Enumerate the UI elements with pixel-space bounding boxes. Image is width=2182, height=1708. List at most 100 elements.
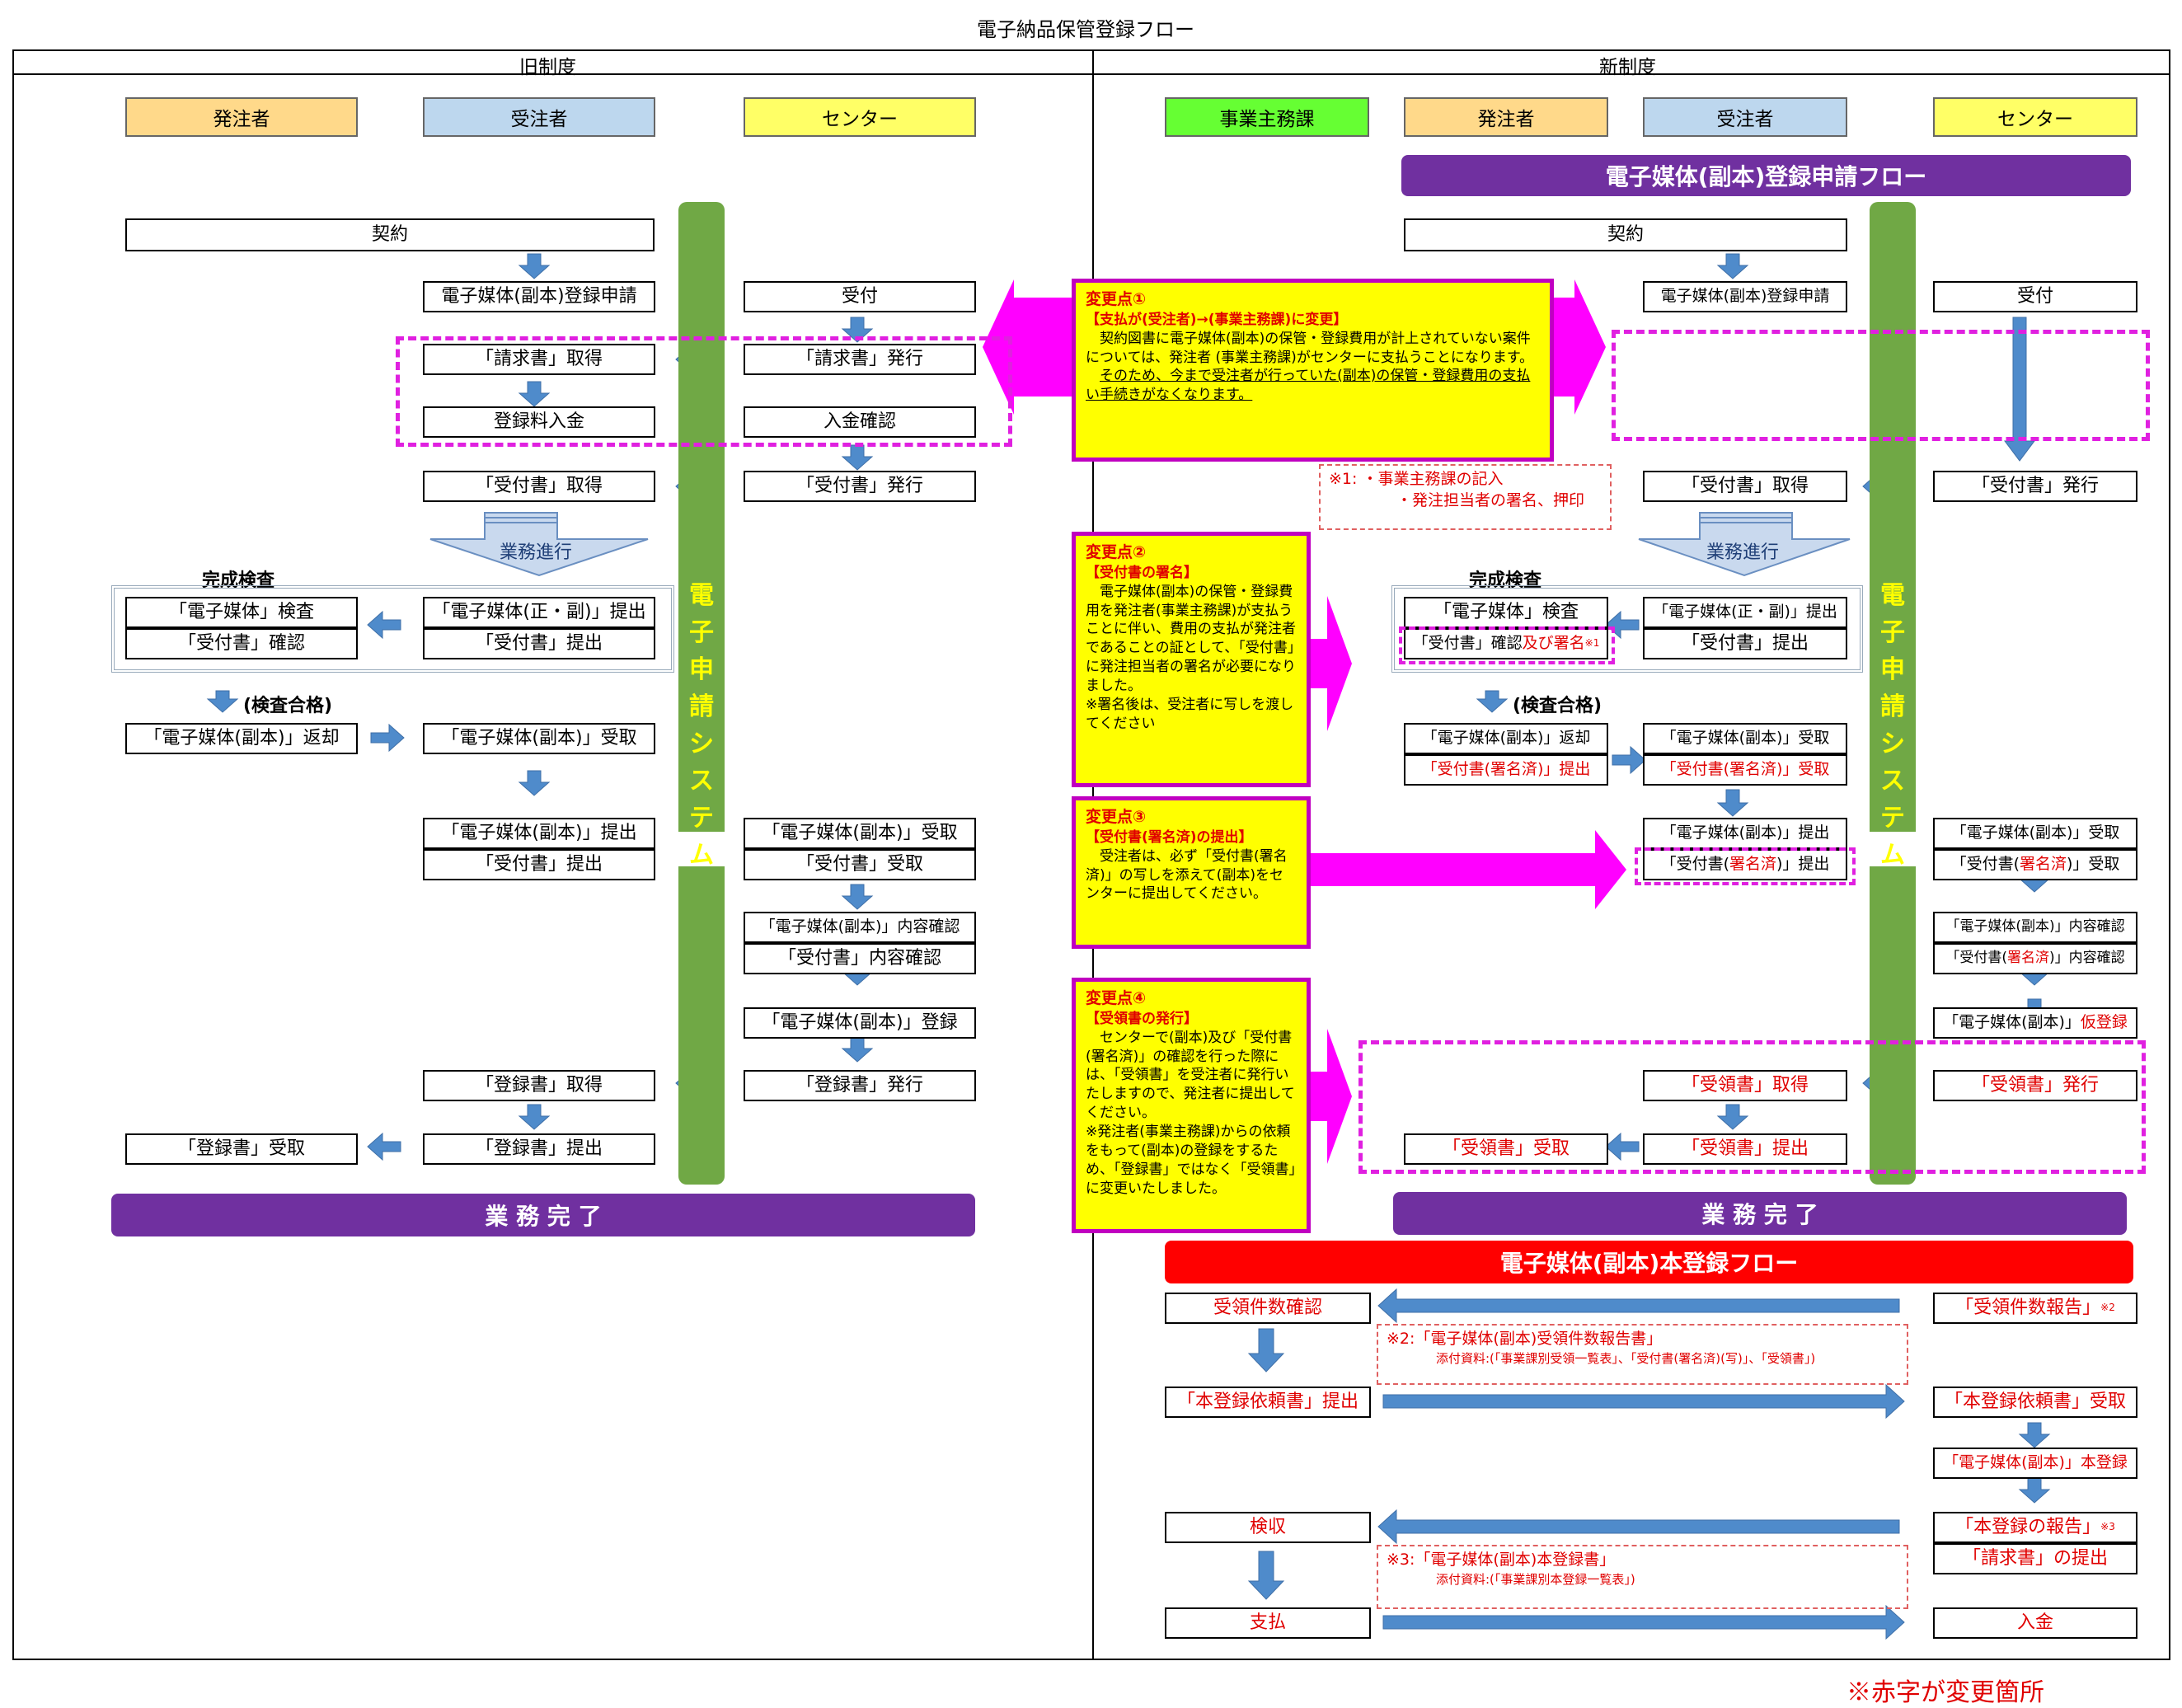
- footnote: ※赤字が変更箇所: [1846, 1678, 2044, 1707]
- old-fee-payment[interactable]: 登録料入金: [423, 406, 655, 438]
- old-inspection-frame: [111, 585, 674, 673]
- old-media-submit[interactable]: 「電子媒体(正・副)」提出: [423, 597, 655, 628]
- change4-title: 変更点④: [1086, 989, 1147, 1007]
- change1-title: 変更点①: [1086, 290, 1147, 308]
- note3-line-b: 添付資料:(「事業課別本登録一覧表」): [1436, 1571, 1635, 1587]
- new-center-signed-b: 署名済: [2019, 855, 2067, 874]
- new-receipt-content-a: 「受付書(: [1945, 950, 2007, 967]
- old-receipt-submit2[interactable]: 「受付書」提出: [423, 849, 655, 880]
- new-center-signed-accept: 「受付書(署名済)」受取: [1933, 849, 2137, 880]
- old-receipt-issue: 「受付書」発行: [744, 471, 976, 502]
- change2-sub: 【受付書の署名】: [1086, 564, 1198, 581]
- main-request-accept: 「本登録依頼書」受取: [1933, 1387, 2137, 1418]
- new-receipt-get[interactable]: 「受付書」取得: [1643, 471, 1847, 502]
- old-complete-banner: 業 務 完 了: [111, 1194, 975, 1236]
- new-temp-reg-b: 仮登録: [2080, 1013, 2128, 1032]
- new-recpt-get[interactable]: 「受領書」取得: [1643, 1070, 1847, 1101]
- new-center-media-accept: 「電子媒体(副本)」受取: [1933, 818, 2137, 849]
- old-media-submit2[interactable]: 「電子媒体(副本)」提出: [423, 818, 655, 849]
- arrow-down: [1716, 789, 1749, 817]
- new-passed: (検査合格): [1513, 696, 1602, 716]
- main-report-sup: ※3: [2100, 1521, 2115, 1533]
- old-receive: 受付: [744, 281, 976, 312]
- arrow-right: [370, 723, 405, 753]
- old-receipt-content-check: 「受付書」内容確認: [744, 943, 976, 974]
- old-payment-confirm: 入金確認: [744, 406, 976, 438]
- new-signed-submit2-b: 署名済: [1729, 855, 1776, 874]
- old-system-gap: [678, 832, 725, 866]
- new-role-dept: 事業主務課: [1165, 97, 1369, 137]
- page-title: 電子納品保管登録フロー: [977, 18, 1194, 41]
- note1-line-b: ・発注担当者の署名、押印: [1396, 490, 1585, 509]
- new-signed-submit2-c: )」提出: [1776, 855, 1830, 874]
- header-divider: [12, 73, 2170, 75]
- new-flow-title-banner: 電子媒体(副本)登録申請フロー: [1401, 155, 2131, 196]
- arrow-right: [1382, 1604, 1905, 1640]
- arrow-left: [367, 610, 401, 640]
- new-recpt-issue: 「受領書」発行: [1933, 1070, 2137, 1101]
- change-point-1: 変更点① 【支払が(受注者)→(事業主務課)に変更】 契約図書に電子媒体(副本)…: [1072, 279, 1554, 462]
- progress-arrow-new: [1638, 512, 1851, 577]
- new-system-gap: [1870, 832, 1916, 866]
- new-role-center: センター: [1933, 97, 2137, 137]
- main-report-text: 「本登録の報告」: [1955, 1517, 2101, 1538]
- new-signed-accept: 「受付書(署名済)」受取: [1643, 754, 1847, 786]
- outer-frame: [12, 49, 2170, 1660]
- change1-left-arrow: [983, 279, 1072, 415]
- main-invoice-submit: 「請求書」の提出: [1933, 1543, 2137, 1574]
- new-signed-submit2-a: 「受付書(: [1660, 855, 1729, 874]
- new-media-submit2[interactable]: 「電子媒体(副本)」提出: [1643, 818, 1847, 849]
- arrow-down: [518, 253, 551, 279]
- new-receipt-submit[interactable]: 「受付書」提出: [1643, 628, 1847, 659]
- main-payment[interactable]: 支払: [1165, 1607, 1371, 1639]
- arrow-down: [841, 444, 874, 471]
- new-media-return: 「電子媒体(副本)」返却: [1404, 723, 1608, 754]
- change3-right-arrow: [1307, 830, 1626, 909]
- old-receipt-confirm: 「受付書」確認: [125, 628, 358, 659]
- new-recpt-receive: 「受領書」受取: [1404, 1133, 1608, 1165]
- new-receipt-confirm: 「受付書」確認及び署名※1: [1404, 628, 1608, 659]
- change4-right-arrow: [1307, 1029, 1352, 1164]
- main-count-confirm[interactable]: 受領件数確認: [1165, 1293, 1371, 1324]
- main-deposit: 入金: [1933, 1607, 2137, 1639]
- old-media-accept: 「電子媒体(副本)」受取: [423, 723, 655, 754]
- old-receipt-get[interactable]: 「受付書」取得: [423, 471, 655, 502]
- old-reg-get[interactable]: 「登録書」取得: [423, 1070, 655, 1101]
- new-contract: 契約: [1404, 218, 1847, 251]
- change4-sub: 【受領書の発行】: [1086, 1010, 1198, 1027]
- main-acceptance[interactable]: 検収: [1165, 1512, 1371, 1543]
- arrow-right: [1382, 1383, 1905, 1419]
- arrow-left: [1377, 1288, 1900, 1324]
- change4-body2: ※発注者(事業主務課)からの依頼をもって(副本)の登録をするため、「登録書」では…: [1086, 1124, 1296, 1198]
- arrow-down: [518, 770, 551, 796]
- old-invoice-get[interactable]: 「請求書」取得: [423, 344, 655, 375]
- arrow-left: [1377, 1509, 1900, 1545]
- new-signed-submit2[interactable]: 「受付書(署名済)」提出: [1643, 849, 1847, 880]
- old-apply[interactable]: 電子媒体(副本)登録申請: [423, 281, 655, 312]
- old-center-receipt-accept: 「受付書」受取: [744, 849, 976, 880]
- arrow-down: [1716, 253, 1749, 279]
- old-media-register: 「電子媒体(副本)」登録: [744, 1007, 976, 1039]
- new-signed-submit[interactable]: 「受付書(署名済)」提出: [1404, 754, 1608, 786]
- new-media-submit[interactable]: 「電子媒体(正・副)」提出: [1643, 597, 1847, 628]
- change-point-2: 変更点② 【受付書の署名】 電子媒体(副本)の保管・登録費用を発注者(事業主務課…: [1072, 532, 1311, 787]
- old-reg-submit[interactable]: 「登録書」提出: [423, 1133, 655, 1165]
- main-count-report: 「受領件数報告」※2: [1933, 1293, 2137, 1324]
- new-receipt-doc-highlight: [1358, 1040, 2146, 1174]
- arrow-down: [1716, 1104, 1749, 1130]
- new-receipt-issue: 「受付書」発行: [1933, 471, 2137, 502]
- old-invoice-issue: 「請求書」発行: [744, 344, 976, 375]
- main-request-submit[interactable]: 「本登録依頼書」提出: [1165, 1387, 1371, 1418]
- arrow-down: [1476, 690, 1509, 713]
- new-sign-highlight: [1399, 626, 1615, 664]
- new-apply[interactable]: 電子媒体(副本)登録申請: [1643, 281, 1847, 312]
- old-center-media-accept: 「電子媒体(副本)」受取: [744, 818, 976, 849]
- old-receipt-submit[interactable]: 「受付書」提出: [423, 628, 655, 659]
- new-center-signed-c: )」受取: [2067, 855, 2120, 874]
- arrow-down: [206, 690, 239, 713]
- arrow-down: [2004, 317, 2035, 462]
- arrow-left: [1605, 1132, 1640, 1161]
- new-system-label: 電子申請システム: [1880, 581, 1905, 870]
- new-recpt-submit[interactable]: 「受領書」提出: [1643, 1133, 1847, 1165]
- change2-right-arrow: [1307, 596, 1352, 731]
